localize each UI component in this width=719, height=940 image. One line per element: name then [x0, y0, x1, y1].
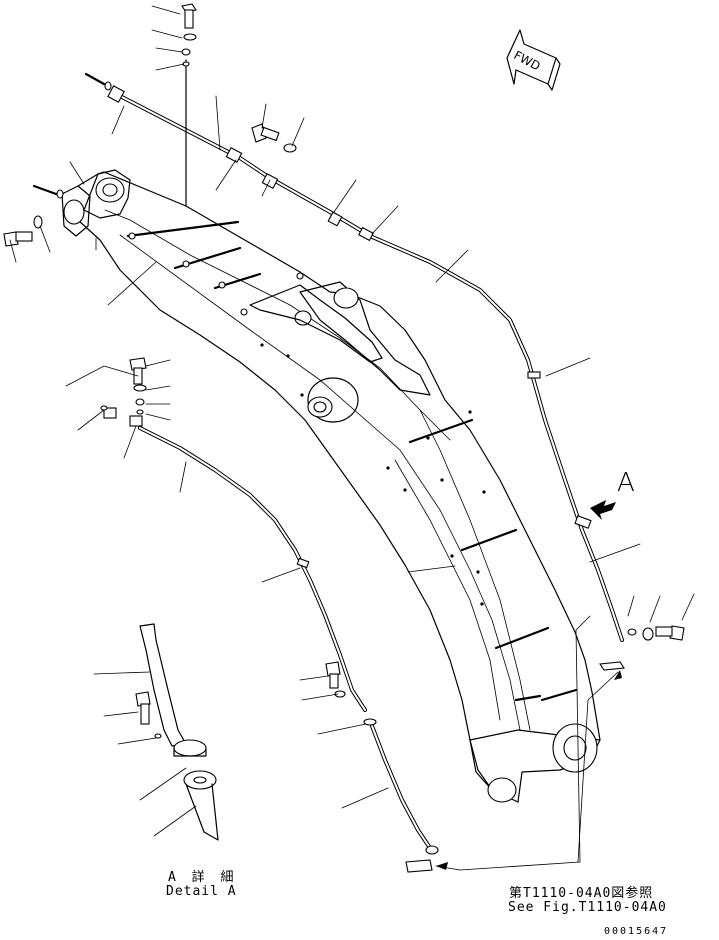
- drawing-number: 00015647: [604, 926, 669, 937]
- detail-title-english: Detail A: [166, 884, 237, 899]
- view-a-letter: A: [617, 468, 635, 498]
- fwd-arrow-icon: [506, 29, 561, 91]
- pipe-end-fitting: [405, 845, 439, 873]
- top-bolts: [3, 3, 297, 247]
- reference-japanese: 第T1110-04A0図参照: [509, 886, 654, 901]
- lower-bolts: [100, 357, 377, 726]
- reference-english: See Fig.T1110-04A0: [508, 900, 667, 915]
- boom-body: [61, 169, 601, 803]
- boom-clamp-brackets: [126, 220, 578, 702]
- right-bolts: [599, 625, 685, 671]
- upper-pipe: [118, 94, 624, 642]
- detail-a-drawing: [135, 623, 219, 841]
- detail-title-japanese: A 詳 細: [168, 870, 238, 885]
- view-a-arrow-icon: [590, 500, 616, 520]
- lower-pipe: [138, 426, 432, 850]
- leader-lines: [9, 5, 695, 871]
- pipe-clamps: [103, 85, 592, 569]
